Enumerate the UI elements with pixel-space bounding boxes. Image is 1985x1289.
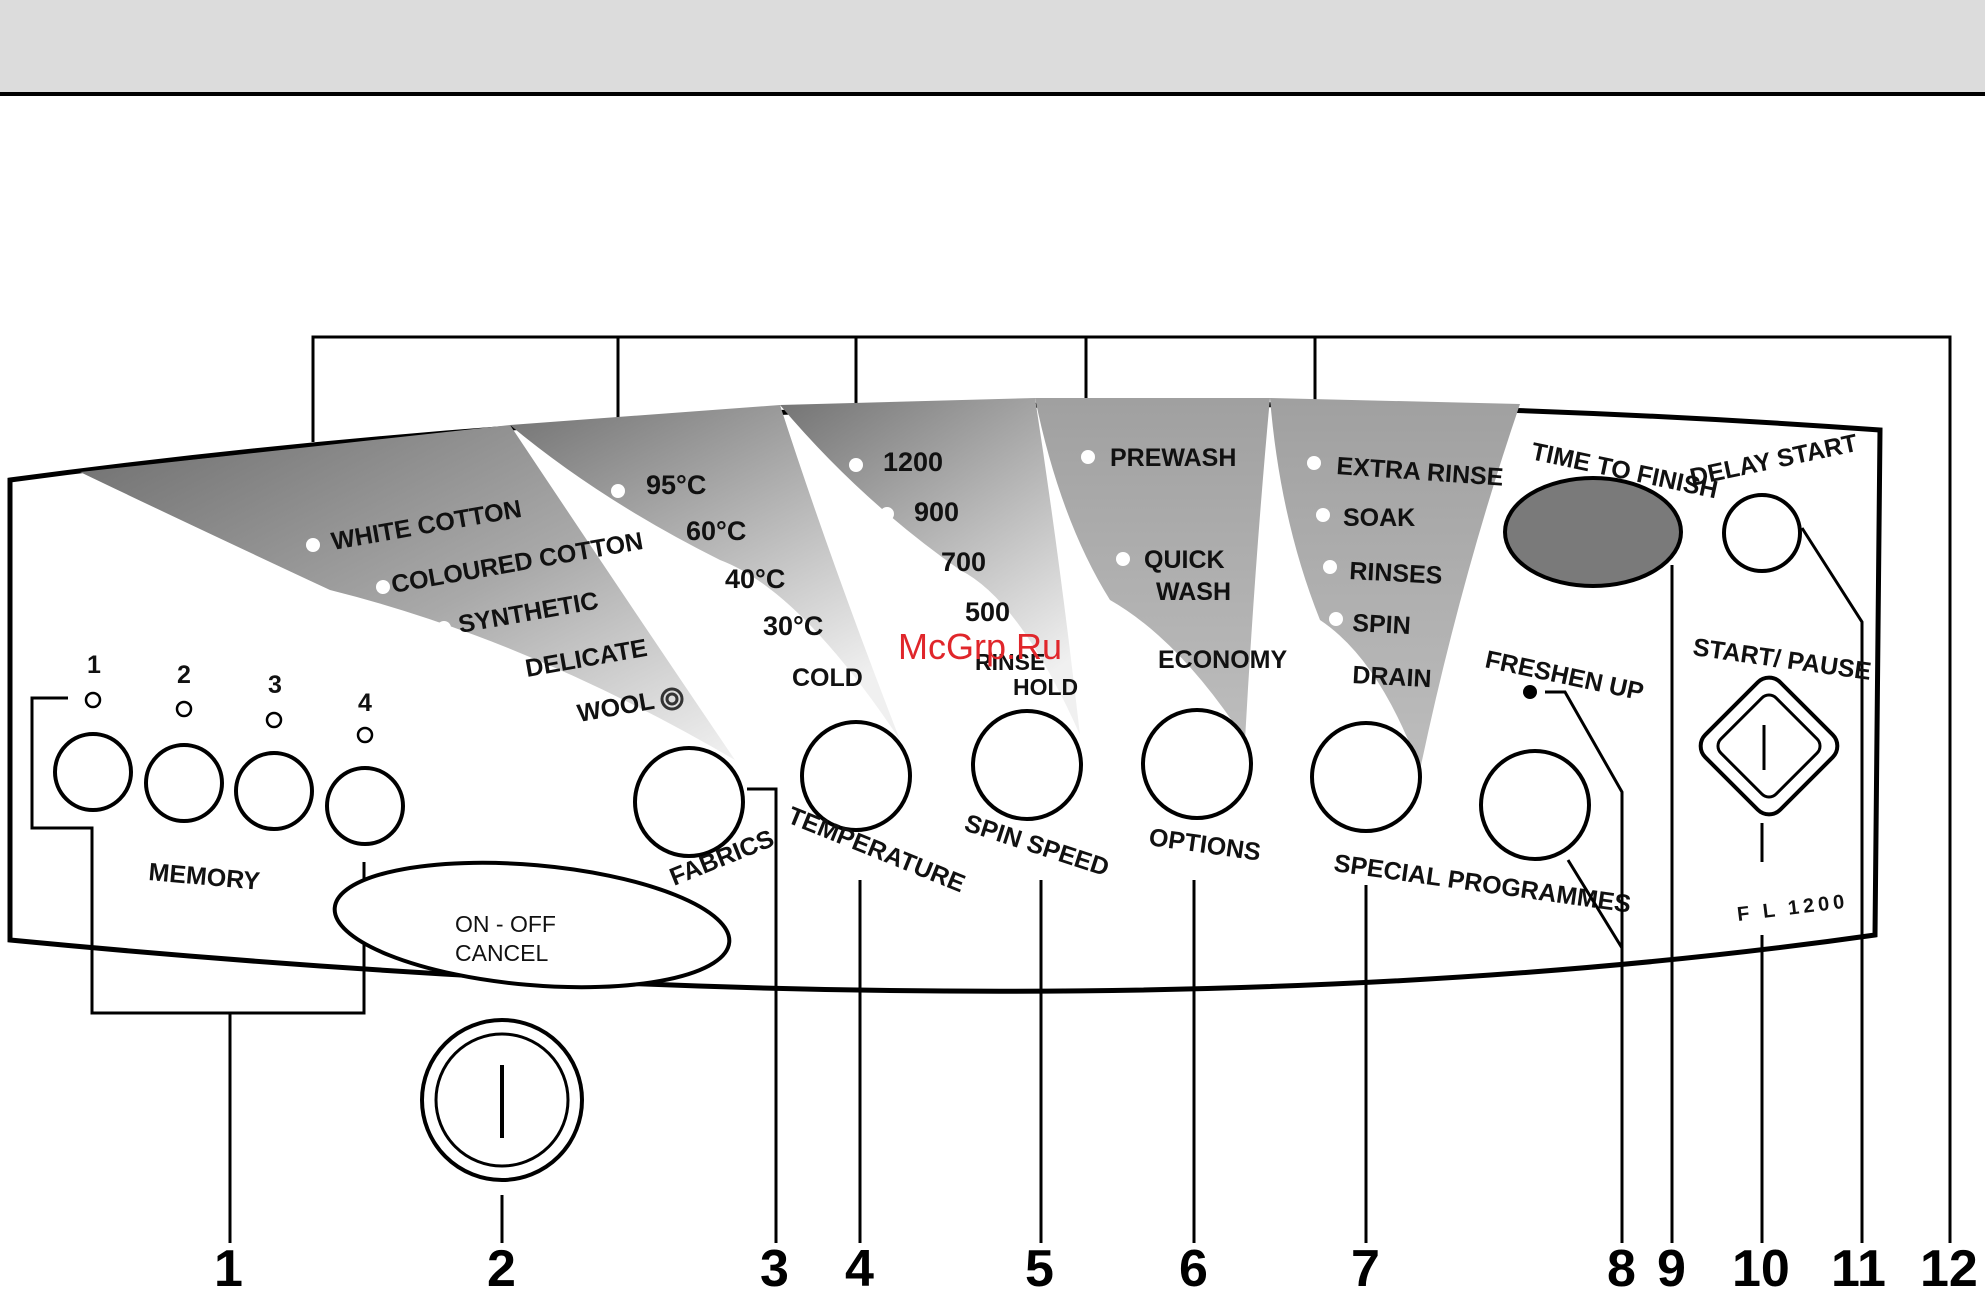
memory-number-2: 2 xyxy=(177,661,191,689)
callout-8: 8 xyxy=(1607,1240,1636,1289)
spin-option-1200: 1200 xyxy=(883,447,943,477)
option-lamp-economy xyxy=(1137,654,1151,668)
watermark: McGrp.Ru xyxy=(898,626,1062,667)
callout-3-leader xyxy=(747,787,778,1243)
callout-6: 6 xyxy=(1179,1240,1208,1289)
temp-option-30: 30°C xyxy=(763,611,823,641)
callout-3: 3 xyxy=(760,1240,789,1289)
temp-option-cold: COLD xyxy=(792,664,863,692)
special-shade xyxy=(1270,398,1520,770)
on-off-label: ON - OFF xyxy=(455,911,556,937)
start-pause-button[interactable] xyxy=(1694,671,1844,821)
memory-lamp-3 xyxy=(265,711,283,729)
delay-start-button[interactable] xyxy=(1722,493,1802,573)
spin-lamp-rinse-hold xyxy=(953,656,967,670)
spin-lamp-700 xyxy=(907,556,921,570)
option-lamp-quick-wash xyxy=(1116,552,1130,566)
spin-option-900: 900 xyxy=(914,497,959,527)
temp-option-95: 95°C xyxy=(646,470,706,500)
temp-option-40: 40°C xyxy=(725,564,785,594)
special-lamp-spin xyxy=(1329,612,1343,626)
memory-lamp-2 xyxy=(175,700,193,718)
callout-10: 10 xyxy=(1732,1240,1790,1289)
option-quick: QUICK xyxy=(1144,546,1225,574)
callout-8-leader xyxy=(1545,690,1624,1243)
spin-option-700: 700 xyxy=(941,547,986,577)
special-option-soak: SOAK xyxy=(1343,504,1415,532)
temp-lamp-60 xyxy=(653,530,667,544)
spin-option-rinse: RINSE xyxy=(975,649,1045,675)
temp-lamp-40 xyxy=(693,578,707,592)
options-shade xyxy=(1035,398,1270,740)
special-programmes-knob[interactable] xyxy=(1310,721,1422,833)
option-wash: WASH xyxy=(1156,578,1231,606)
temp-lamp-95 xyxy=(611,484,625,498)
temperature-shade xyxy=(510,405,900,740)
fabrics-shade xyxy=(80,425,735,760)
memory-bracket xyxy=(30,696,366,1243)
fabrics-knob[interactable] xyxy=(633,746,745,858)
memory-number-1: 1 xyxy=(87,651,101,679)
time-to-finish-display xyxy=(1503,476,1683,588)
callout-12: 12 xyxy=(1920,1240,1978,1289)
callout-2: 2 xyxy=(487,1240,516,1289)
freshen-up-lamp xyxy=(1523,685,1537,699)
temp-lamp-cold xyxy=(763,675,777,689)
header-band xyxy=(0,0,1985,96)
callout-4: 4 xyxy=(845,1240,874,1289)
options-knob[interactable] xyxy=(1141,708,1253,820)
callout-11-leader xyxy=(1800,527,1864,1243)
memory-number-4: 4 xyxy=(358,689,372,717)
spin-lamp-500 xyxy=(932,606,946,620)
callout-7: 7 xyxy=(1351,1240,1380,1289)
temp-lamp-30 xyxy=(729,626,743,640)
cancel-label: CANCEL xyxy=(455,940,549,966)
special-option-spin: SPIN xyxy=(1352,609,1412,640)
special-lamp-soak xyxy=(1316,508,1330,522)
callout-9: 9 xyxy=(1657,1240,1686,1289)
fabric-lamp-coloured-cotton xyxy=(376,580,390,594)
callout-1: 1 xyxy=(214,1240,243,1289)
option-economy: ECONOMY xyxy=(1158,646,1288,674)
fabric-lamp-synthetic xyxy=(437,621,451,635)
option-lamp-prewash xyxy=(1081,450,1095,464)
special-lamp-drain xyxy=(1333,663,1347,677)
special-lamp-extra-rinse xyxy=(1307,456,1321,470)
spin-lamp-900 xyxy=(880,507,894,521)
callout-5: 5 xyxy=(1025,1240,1054,1289)
spin-shade xyxy=(780,398,1080,735)
fabric-lamp-wool xyxy=(553,709,567,723)
memory-button-2[interactable] xyxy=(144,743,224,823)
on-off-cancel-button[interactable] xyxy=(330,848,735,1002)
special-option-rinses: RINSES xyxy=(1349,557,1443,590)
wool-icon xyxy=(660,687,684,711)
spin-speed-knob[interactable] xyxy=(971,709,1083,821)
special-option-drain: DRAIN xyxy=(1352,661,1433,693)
memory-lamp-4 xyxy=(356,726,374,744)
fabric-lamp-white-cotton xyxy=(306,538,320,552)
temperature-knob[interactable] xyxy=(800,720,912,832)
freshen-up-button[interactable] xyxy=(1479,749,1591,861)
memory-button-3[interactable] xyxy=(234,751,314,831)
callout-11: 11 xyxy=(1831,1240,1886,1289)
option-prewash: PREWASH xyxy=(1110,444,1236,472)
memory-lamp-1 xyxy=(84,691,102,709)
memory-button-1[interactable] xyxy=(53,732,133,812)
special-lamp-rinses xyxy=(1323,560,1337,574)
temp-option-60: 60°C xyxy=(686,516,746,546)
spin-lamp-1200 xyxy=(849,458,863,472)
memory-number-3: 3 xyxy=(268,671,282,699)
fabric-lamp-delicate xyxy=(497,665,511,679)
spin-option-hold: HOLD xyxy=(1013,674,1078,700)
memory-button-4[interactable] xyxy=(325,766,405,846)
spin-option-500: 500 xyxy=(965,597,1010,627)
